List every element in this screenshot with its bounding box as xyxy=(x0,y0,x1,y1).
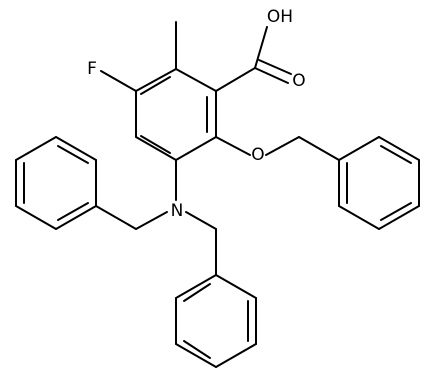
ring-bond xyxy=(175,136,217,161)
ring-double-bond xyxy=(57,202,89,221)
ether-oxygen-label: O xyxy=(251,145,264,165)
ring-double-bond xyxy=(140,135,171,154)
amine-bond xyxy=(185,211,217,230)
ring-double-bond xyxy=(380,202,412,221)
amine-bond xyxy=(135,211,168,230)
ring-bond xyxy=(215,274,257,299)
ether-bond xyxy=(298,136,340,161)
carbonyl-oxygen-label: O xyxy=(292,71,305,91)
carboxyl-bond xyxy=(215,67,256,92)
ring-double-bond xyxy=(380,145,412,164)
ring-bond xyxy=(135,68,177,92)
ring-bond xyxy=(338,205,380,230)
carbonyl-double-bond xyxy=(258,59,292,75)
ring-double-bond xyxy=(183,283,211,302)
ring-bond xyxy=(15,205,57,230)
ring-double-bond xyxy=(183,340,211,359)
ring-bond xyxy=(175,68,217,92)
nitrogen-label: N xyxy=(171,201,184,221)
ring-double-bond xyxy=(140,76,171,95)
ring-bond xyxy=(175,274,217,299)
benzyl-bond xyxy=(95,205,137,230)
hydroxyl-label: OH xyxy=(267,7,293,27)
ring-bond xyxy=(378,205,420,230)
fluorine-bond xyxy=(100,70,137,92)
ring-bond xyxy=(15,136,57,161)
ring-bond xyxy=(378,136,420,161)
ether-bond xyxy=(265,136,300,156)
fluorine-label: F xyxy=(87,59,97,79)
ring-bond xyxy=(55,136,97,161)
ring-bond xyxy=(135,136,177,161)
ring-bond xyxy=(215,343,257,368)
ring-bond xyxy=(338,136,380,161)
carboxyl-bond xyxy=(254,26,268,69)
ring-bond xyxy=(55,205,97,230)
carbonyl-double-bond xyxy=(254,67,289,84)
ether-bond xyxy=(215,136,251,156)
ring-bond xyxy=(175,343,217,368)
ring-double-bond xyxy=(57,145,89,164)
bond-lines xyxy=(15,21,420,368)
